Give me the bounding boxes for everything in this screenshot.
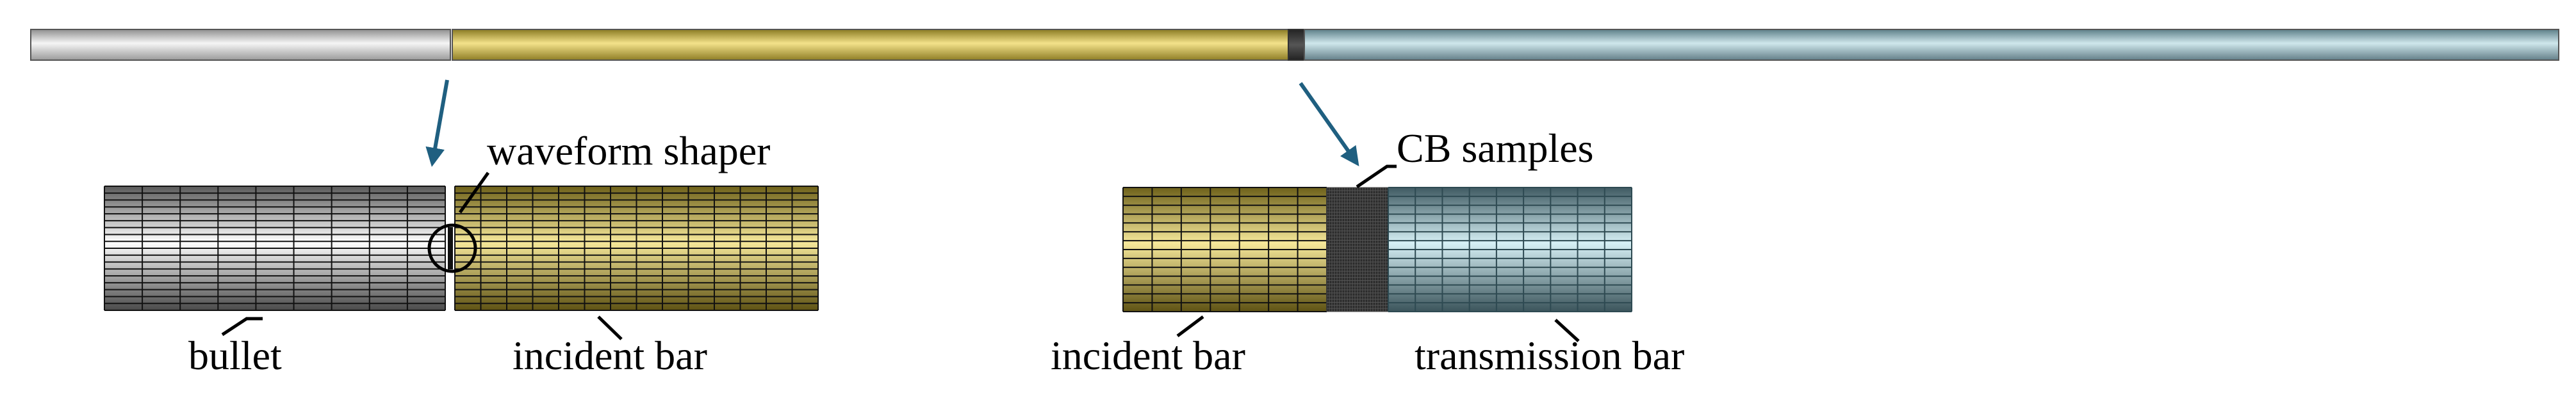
leader-cb-samples — [1356, 164, 1397, 189]
top-bullet — [30, 29, 451, 61]
label-bullet: bullet — [188, 333, 282, 378]
leader-lines — [221, 164, 1580, 342]
waveform-shaper-disc — [448, 227, 453, 269]
cb-sample-mesh-lines — [1326, 187, 1389, 312]
top-incident-bar — [452, 29, 1289, 61]
bullet-mesh-lines — [104, 186, 446, 311]
label-incident-bar-right: incident bar — [1051, 333, 1245, 378]
label-cb-samples: CB samples — [1397, 125, 1594, 171]
incident-bar-mesh-lines-left — [454, 186, 819, 311]
leader-bullet — [221, 317, 263, 337]
leader-transmission-bar — [1554, 319, 1580, 342]
right-zoom-arrow — [1299, 82, 1359, 166]
left-zoom-arrow — [425, 79, 449, 167]
top-sample — [1288, 29, 1305, 61]
incident-bar-mesh-lines-right — [1122, 187, 1327, 312]
transmission-bar-mesh-lines — [1388, 187, 1632, 312]
waveform-shaper-marker — [427, 223, 477, 273]
top-transmission-bar — [1304, 29, 2559, 61]
full-bar-assembly — [30, 29, 2559, 61]
left-detail — [104, 186, 819, 311]
right-detail — [1122, 187, 1632, 312]
leader-incident-bar-right — [1176, 315, 1204, 337]
leader-incident-bar-left — [597, 315, 623, 340]
label-transmission-bar: transmission bar — [1415, 333, 1684, 378]
leader-waveform-shaper — [458, 171, 490, 214]
label-waveform-shaper: waveform shaper — [487, 128, 770, 173]
label-incident-bar-left: incident bar — [513, 333, 707, 378]
